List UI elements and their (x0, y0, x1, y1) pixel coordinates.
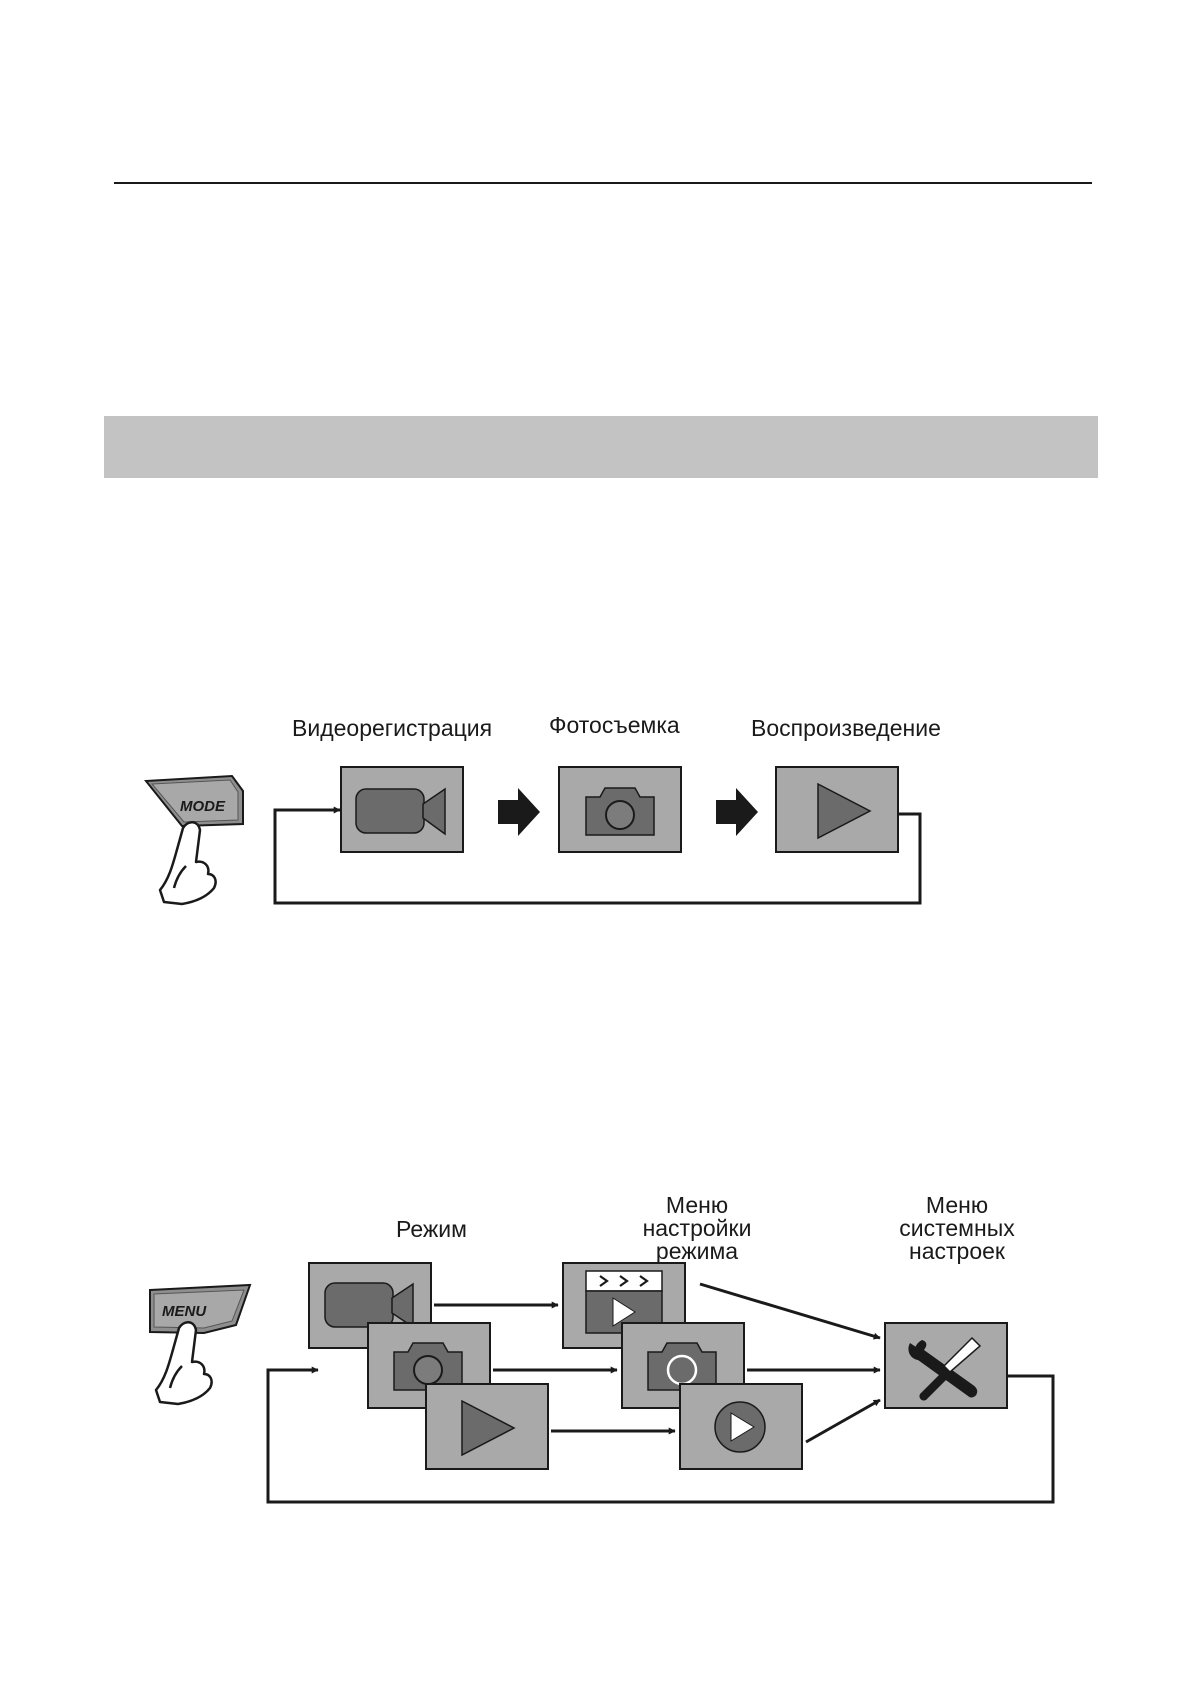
photo-camera-icon (393, 1342, 463, 1391)
play-triangle-icon (817, 782, 872, 840)
mode-button[interactable]: MODE (144, 774, 244, 828)
menu-button-label: MENU (162, 1303, 207, 1320)
hand-pointer-icon (158, 821, 217, 906)
video-camera-icon (324, 1282, 394, 1328)
label-system-menu-3: настроек (909, 1238, 1006, 1264)
play-triangle-icon (461, 1399, 516, 1457)
label-mode-menu-1: Меню (666, 1192, 728, 1218)
menu-diagram: Режим Меню настройки режима Меню системн… (149, 1192, 1055, 1504)
label-photo: Фотосъемка (549, 712, 680, 738)
photo-mode-screen (558, 766, 682, 853)
mode-playback-screen (425, 1383, 549, 1470)
header-rule (114, 182, 1092, 184)
arrow (805, 1398, 881, 1444)
video-camera-icon (355, 788, 425, 834)
label-mode-menu-2: настройки (643, 1215, 752, 1241)
label-mode-menu-3: режима (656, 1238, 738, 1264)
arrow-right-icon (716, 788, 758, 836)
label-video: Видеорегистрация (292, 715, 492, 741)
playback-settings-screen (679, 1383, 803, 1470)
section-band (104, 416, 1098, 478)
system-settings-screen (884, 1322, 1008, 1409)
mode-diagram: Видеорегистрация Фотосъемка Воспроизведе… (144, 712, 941, 906)
label-playback: Воспроизведение (751, 715, 941, 741)
label-mode: Режим (396, 1216, 467, 1242)
label-system-menu-2: системных (899, 1215, 1015, 1241)
label-system-menu-1: Меню (926, 1192, 988, 1218)
arrow-right-icon (498, 788, 540, 836)
video-mode-screen (340, 766, 464, 853)
playback-mode-screen (775, 766, 899, 853)
tools-icon (908, 1336, 982, 1401)
hand-pointer-icon (154, 1321, 213, 1406)
arrow (699, 1282, 881, 1340)
menu-button[interactable]: MENU (149, 1283, 252, 1335)
mode-button-label: MODE (180, 798, 226, 815)
photo-camera-icon (585, 787, 655, 836)
